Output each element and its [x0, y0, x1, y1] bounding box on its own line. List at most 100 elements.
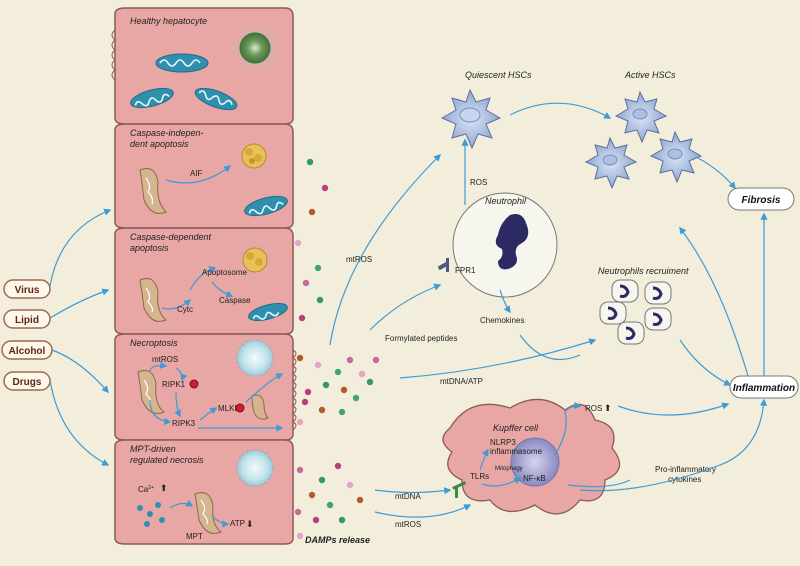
damp-particle — [308, 208, 316, 216]
damp-particle — [314, 361, 322, 369]
calcium-text: Ca — [138, 485, 149, 494]
damp-particle — [298, 314, 306, 322]
kupffer-cell-label: Kupffer cell — [493, 423, 539, 433]
caspase-dependent-cell: Caspase-dependent apoptosis Apoptosome C… — [114, 227, 294, 335]
caspase-independent-cell: Caspase-indepen- dent apoptosis AIF — [114, 123, 294, 229]
calcium-label: Ca2+ — [138, 485, 154, 494]
cause-virus-label: Virus — [15, 285, 40, 296]
necroptosis-title: Necroptosis — [130, 338, 178, 348]
ripk3-label: RIPK3 — [172, 419, 196, 428]
inflammation-box: Inflammation — [729, 375, 799, 399]
hsc-group: Quiescent HSCs Active HSCs — [440, 70, 736, 190]
cause-lipid-label: Lipid — [15, 315, 39, 326]
calcium-superscript: 2+ — [148, 485, 154, 491]
mitochondrion — [194, 87, 238, 111]
damp-particle — [308, 491, 316, 499]
damp-particle — [346, 481, 354, 489]
damp-particle — [346, 356, 354, 364]
cause-lipid: Lipid — [3, 309, 51, 329]
active-hscs-label: Active HSCs — [624, 70, 676, 80]
inflammation-label: Inflammation — [733, 383, 795, 394]
mlkl-label: MLKL — [218, 404, 239, 413]
fpr1-receptor-icon — [437, 258, 449, 272]
active-hsc — [649, 130, 703, 184]
hepatocyte-column: Healthy hepatocyte Caspase-indepen- dent… — [111, 7, 297, 545]
quiescent-hscs-label: Quiescent HSCs — [465, 70, 532, 80]
damp-particle — [302, 279, 310, 287]
damp-particle — [294, 508, 302, 516]
damp-particles — [294, 158, 380, 540]
nlrp3-label-1: NLRP3 — [490, 438, 516, 447]
atp-label: ATP — [230, 519, 245, 528]
recruited-neutrophil — [644, 307, 672, 331]
up-arrow-icon: ⬆ — [160, 483, 168, 493]
damp-particle — [366, 378, 374, 386]
damp-particle — [312, 516, 320, 524]
cause-drugs-label: Drugs — [13, 377, 42, 388]
ripk1-label: RIPK1 — [162, 380, 186, 389]
neutrophils-recruitment: Neutrophils recruiment — [519, 266, 732, 386]
mtdna-label: mtDNA — [395, 492, 421, 501]
mpt-label: MPT — [186, 532, 203, 541]
fibrosis-label: Fibrosis — [742, 195, 781, 206]
mtdna-atp-label: mtDNA/ATP — [440, 377, 483, 386]
cause-alcohol-label: Alcohol — [9, 346, 46, 357]
damp-particle — [296, 466, 304, 474]
tlr-receptor-icon — [452, 481, 467, 498]
damp-particle — [314, 264, 322, 272]
proinflammatory-label-2: cytokines — [668, 475, 701, 484]
aif-label: AIF — [190, 169, 203, 178]
damp-particle — [294, 239, 302, 247]
damp-particle — [318, 476, 326, 484]
damp-particle — [334, 462, 342, 470]
fpr1-label: FPR1 — [455, 266, 476, 275]
damp-particle — [326, 501, 334, 509]
proinflammatory-label-1: Pro-inflammatory — [655, 465, 716, 474]
up-arrow-icon: ⬆ — [604, 403, 612, 413]
formylated-peptides-label: Formylated peptides — [385, 334, 457, 343]
ros-kupffer-label: ROS — [585, 404, 602, 413]
damp-particle — [306, 158, 314, 166]
damp-particle — [372, 356, 380, 364]
cause-alcohol: Alcohol — [1, 340, 53, 360]
ros-label: ROS — [470, 178, 487, 187]
mpt-cell: MPT-driven regulated necrosis Ca2+ ⬆ MPT… — [114, 439, 294, 545]
active-hsc — [614, 90, 668, 144]
mitochondrion — [155, 53, 209, 73]
chemokines-label: Chemokines — [480, 316, 524, 325]
nlrp3-label-2: inflammasome — [490, 447, 543, 456]
recruited-neutrophil — [611, 279, 639, 303]
damp-particle — [301, 398, 309, 406]
neutrophil: Neutrophil FPR1 Chemokines ROS — [437, 138, 558, 325]
necroptosis-cell: Necroptosis mtROS RIPK1 RIPK3 MLKL — [114, 333, 297, 444]
fibrosis-box: Fibrosis — [727, 187, 795, 211]
damp-particle — [296, 418, 304, 426]
caspase-label: Caspase — [219, 296, 251, 305]
damp-particle — [321, 184, 329, 192]
recruited-neutrophil — [599, 301, 627, 325]
apoptosome-label: Apoptosome — [202, 268, 247, 277]
caspase-indep-title-2: dent apoptosis — [130, 139, 189, 149]
recruited-neutrophil — [644, 281, 672, 305]
recruited-neutrophil — [617, 321, 645, 345]
cause-drugs: Drugs — [3, 371, 51, 391]
tlrs-label: TLRs — [470, 472, 489, 481]
down-arrow-icon: ⬇ — [246, 519, 254, 529]
mtros-necro-label: mtROS — [152, 355, 178, 364]
quiescent-hsc — [440, 88, 502, 150]
caspase-indep-title-1: Caspase-indepen- — [130, 128, 204, 138]
healthy-hepatocyte: Healthy hepatocyte — [111, 7, 294, 125]
mtros-kupffer-label: mtROS — [395, 520, 421, 529]
damp-particle — [322, 381, 330, 389]
neutrophils-recruitment-label: Neutrophils recruiment — [598, 266, 689, 276]
neutrophil-label: Neutrophil — [485, 196, 527, 206]
healthy-title: Healthy hepatocyte — [130, 16, 207, 26]
mitophagy-label: Mitophagy — [495, 466, 523, 472]
mpt-title-2: regulated necrosis — [130, 455, 204, 465]
damp-particle — [338, 516, 346, 524]
active-hsc — [584, 136, 638, 190]
damp-particle — [304, 388, 312, 396]
damp-particle — [358, 370, 366, 378]
mitochondrion — [130, 87, 174, 109]
